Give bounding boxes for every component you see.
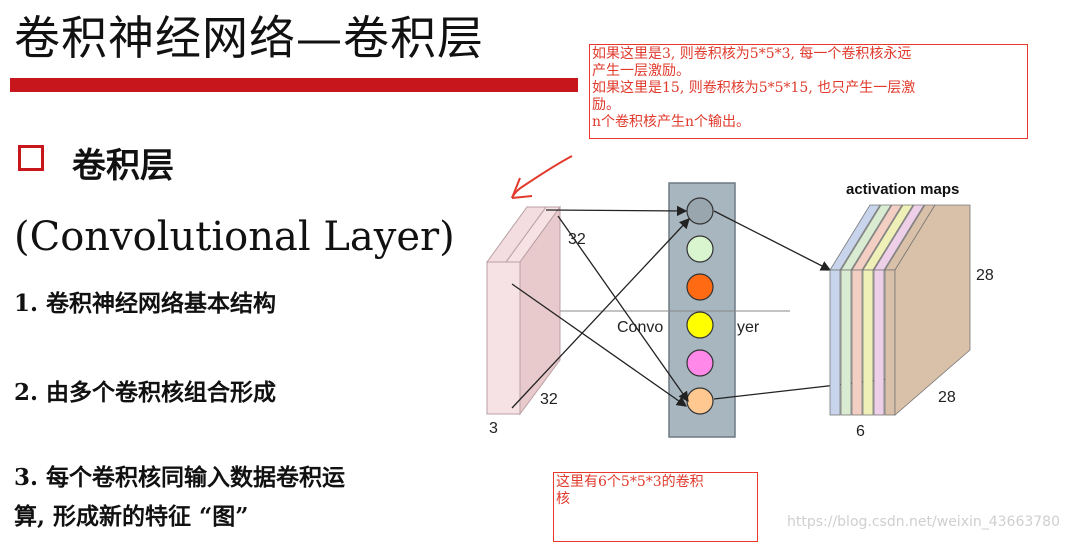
- filter-circles: [686, 197, 714, 415]
- red-pointer-arrow-icon: [511, 155, 573, 199]
- note-bottom-line: 这里有6个5*5*3的卷积: [556, 474, 704, 490]
- maps-width-label: 28: [976, 267, 994, 284]
- connection-arrows: [511, 205, 926, 409]
- activation-map-front-face: [894, 204, 971, 416]
- filter-circle: [686, 311, 714, 339]
- activation-map-slab: [873, 204, 925, 416]
- filter-circle: [686, 349, 714, 377]
- point-3-line-1: 3. 每个卷积核同输入数据卷积运: [14, 464, 346, 491]
- bullet-square-icon: [18, 145, 44, 171]
- activation-map-slab: [851, 204, 903, 416]
- section-heading: 卷积层: [72, 146, 174, 186]
- note-top-line: 励。: [592, 97, 620, 113]
- filter-circle: [686, 387, 714, 415]
- activation-map-slab: [840, 204, 892, 416]
- conv-layer-label-left: Convo: [617, 319, 663, 336]
- note-top-line: 产生一层激励。: [592, 63, 690, 79]
- activation-map-slab: [829, 204, 881, 416]
- input-depth-label: 3: [489, 420, 498, 437]
- annotation-note-top: 如果这里是3, 则卷积核为5*5*3, 每一个卷积核永远 产生一层激励。 如果这…: [589, 44, 1028, 139]
- filter-circle: [686, 235, 714, 263]
- activation-map-slab: [862, 204, 914, 416]
- annotation-note-bottom: 这里有6个5*5*3的卷积 核: [553, 472, 758, 542]
- watermark-url: https://blog.csdn.net/weixin_43663780: [786, 514, 1060, 530]
- point-1: 1. 卷积神经网络基本结构: [14, 290, 277, 317]
- point-2: 2. 由多个卷积核组合形成: [14, 379, 277, 406]
- maps-height-label: 28: [938, 389, 956, 406]
- filter-circle: [686, 197, 714, 225]
- activation-maps-stack: [829, 204, 971, 416]
- note-top-line: 如果这里是3, 则卷积核为5*5*3, 每一个卷积核永远: [592, 46, 912, 62]
- note-bottom-line: 核: [556, 491, 570, 507]
- input-width-label: 32: [568, 231, 586, 248]
- activation-maps-title: activation maps: [846, 181, 959, 198]
- input-height-label: 32: [540, 391, 558, 408]
- title-underline-bar: [10, 78, 578, 92]
- point-3-line-2: 算, 形成新的特征 “图”: [14, 503, 249, 530]
- note-top-line: 如果这里是15, 则卷积核为5*5*15, 也只产生一层激: [592, 80, 916, 96]
- input-volume: [486, 205, 561, 416]
- filter-circle: [686, 273, 714, 301]
- section-subheading: (Convolutional Layer): [14, 214, 455, 260]
- conv-layer-label-right: yer: [737, 319, 760, 336]
- maps-count-label: 6: [856, 423, 865, 440]
- slide-title: 卷积神经网络—卷积层: [14, 11, 484, 65]
- note-top-line: n个卷积核产生n个输出。: [592, 114, 751, 130]
